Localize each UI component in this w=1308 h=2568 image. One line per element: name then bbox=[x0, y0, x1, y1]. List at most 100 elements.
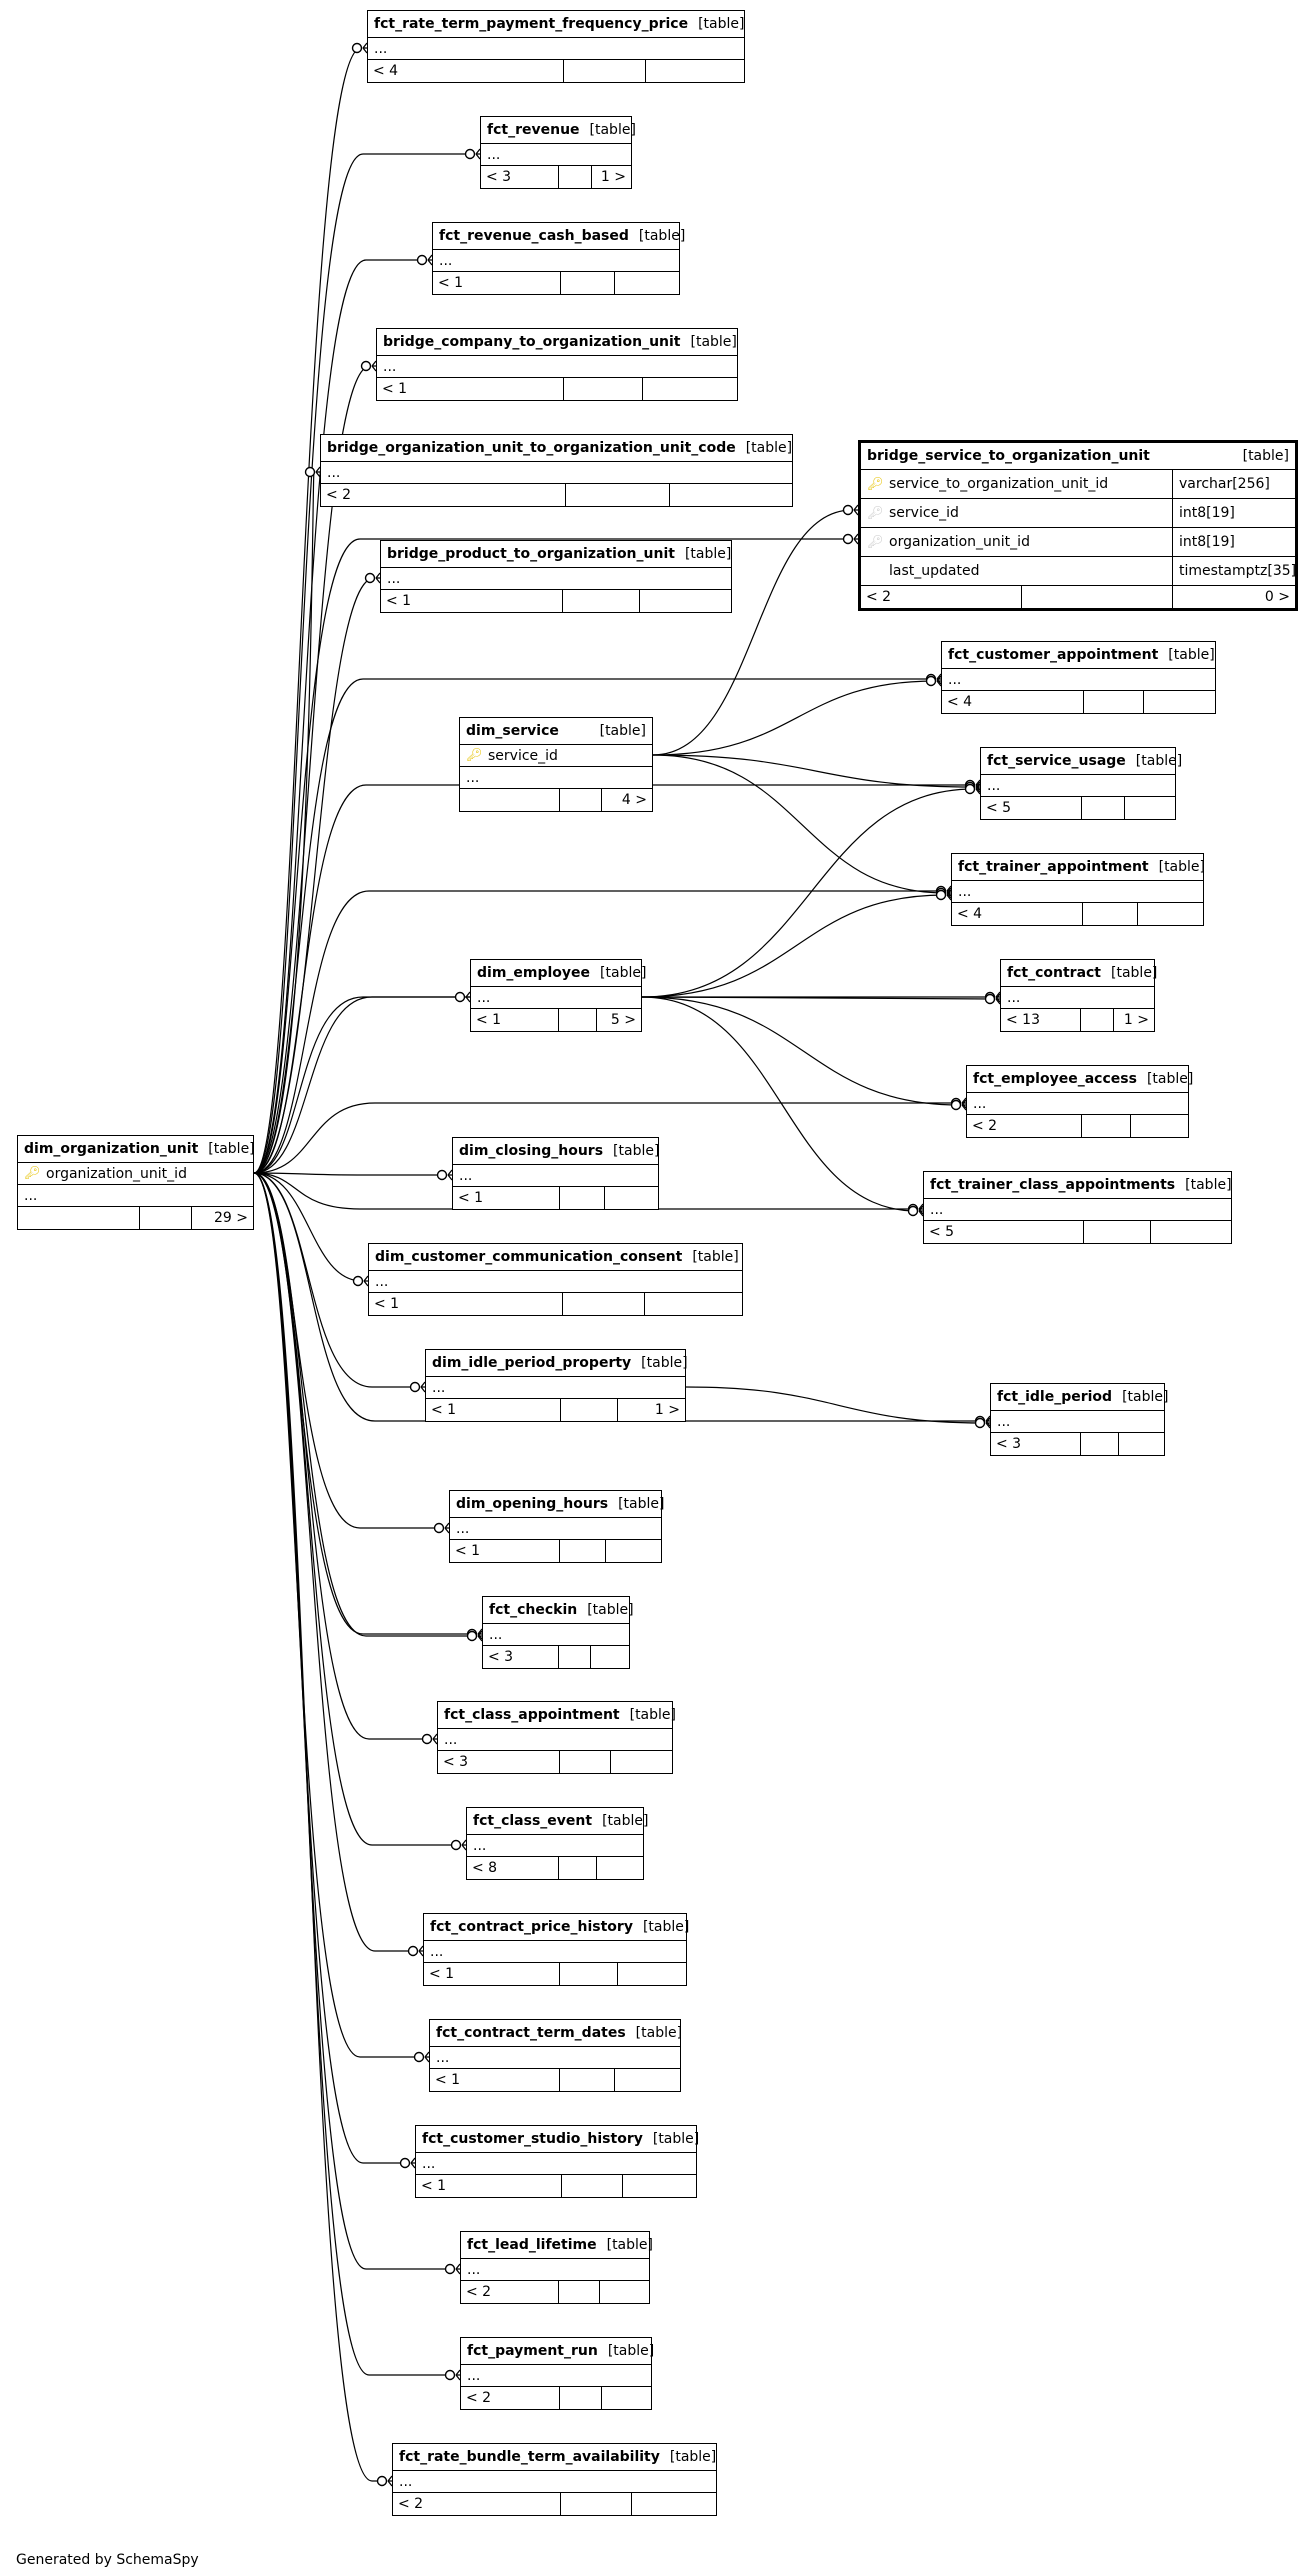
parents-count[interactable]: < 3 bbox=[483, 1646, 559, 1668]
table-bridge-service-to-organization-unit[interactable]: bridge_service_to_organization_unit [tab… bbox=[858, 440, 1298, 611]
table-fct-contract-price-history[interactable]: fct_contract_price_history [table] ... <… bbox=[423, 1913, 689, 1986]
parents-count[interactable]: < 1 bbox=[426, 1399, 561, 1421]
table-fct-customer-appointment[interactable]: fct_customer_appointment [table] ... < 4 bbox=[941, 641, 1216, 714]
table-fct-service-usage[interactable]: fct_service_usage [table] ... < 5 bbox=[980, 747, 1182, 820]
table-dim-service[interactable]: dim_service [table] 🔑︎ service_id ... 4 … bbox=[459, 717, 653, 812]
parents-count[interactable]: < 2 bbox=[321, 484, 566, 506]
table-fct-revenue-cash-based[interactable]: fct_revenue_cash_based [table] ... < 1 bbox=[432, 222, 685, 295]
children-count[interactable]: 4 > bbox=[621, 792, 647, 808]
children-count[interactable] bbox=[640, 590, 731, 612]
table-fct-checkin[interactable]: fct_checkin [table] ... < 3 bbox=[482, 1596, 634, 1669]
children-count[interactable]: 5 > bbox=[610, 1012, 636, 1028]
parents-count[interactable]: < 1 bbox=[424, 1963, 561, 1985]
children-count[interactable] bbox=[1144, 691, 1215, 713]
parents-count[interactable]: < 1 bbox=[433, 272, 561, 294]
children-count[interactable]: 0 > bbox=[1264, 589, 1290, 605]
parents-count[interactable]: < 1 bbox=[450, 1540, 560, 1562]
parents-count[interactable]: < 1 bbox=[416, 2175, 562, 2197]
parents-count[interactable]: < 3 bbox=[991, 1433, 1081, 1455]
children-count[interactable] bbox=[591, 1646, 629, 1668]
table-fct-class-event[interactable]: fct_class_event [table] ... < 8 bbox=[466, 1807, 648, 1880]
table-fct-trainer-appointment[interactable]: fct_trainer_appointment [table] ... < 4 bbox=[951, 853, 1205, 926]
parents-count[interactable]: < 5 bbox=[924, 1221, 1084, 1243]
children-count[interactable] bbox=[618, 1963, 686, 1985]
parents-count[interactable]: < 2 bbox=[461, 2387, 560, 2409]
table-fct-customer-studio-history[interactable]: fct_customer_studio_history [table] ... … bbox=[415, 2125, 699, 2198]
children-count[interactable] bbox=[632, 2493, 716, 2515]
children-count[interactable]: 29 > bbox=[214, 1210, 248, 1226]
children-count[interactable] bbox=[1151, 1221, 1231, 1243]
parents-count[interactable] bbox=[460, 789, 560, 811]
children-count[interactable] bbox=[615, 272, 679, 294]
table-bridge-organization-unit-to-organization-unit-code[interactable]: bridge_organization_unit_to_organization… bbox=[320, 434, 793, 507]
parents-count[interactable]: < 1 bbox=[369, 1293, 563, 1315]
ellipsis-row: ... bbox=[381, 568, 731, 590]
children-count[interactable]: 1 > bbox=[600, 169, 626, 185]
parents-count[interactable] bbox=[18, 1207, 141, 1229]
table-fct-payment-run[interactable]: fct_payment_run [table] ... < 2 bbox=[460, 2337, 654, 2410]
children-count[interactable] bbox=[1119, 1433, 1164, 1455]
parents-count[interactable]: < 1 bbox=[430, 2069, 560, 2091]
parents-count[interactable]: < 4 bbox=[368, 60, 564, 82]
table-header: fct_checkin [table] bbox=[483, 1597, 634, 1624]
children-count[interactable] bbox=[1125, 797, 1175, 819]
children-count[interactable] bbox=[611, 1751, 672, 1773]
edge-dim-organization-unit-to-fct-revenue-cash-based-optional-marker bbox=[416, 254, 428, 266]
children-count[interactable] bbox=[615, 2069, 680, 2091]
table-dim-customer-communication-consent[interactable]: dim_customer_communication_consent [tabl… bbox=[368, 1243, 743, 1316]
edge-dim-employee-to-fct-employee-access-optional-marker bbox=[950, 1099, 962, 1111]
table-fct-rate-bundle-term-availability[interactable]: fct_rate_bundle_term_availability [table… bbox=[392, 2443, 717, 2516]
table-type: [table] bbox=[635, 2025, 683, 2041]
parents-count[interactable]: < 1 bbox=[471, 1009, 560, 1031]
parents-count[interactable]: < 4 bbox=[952, 903, 1083, 925]
parents-count[interactable]: < 2 bbox=[967, 1115, 1082, 1137]
parents-count[interactable]: < 5 bbox=[981, 797, 1082, 819]
parents-count[interactable]: < 1 bbox=[377, 378, 565, 400]
table-dim-opening-hours[interactable]: dim_opening_hours [table] ... < 1 bbox=[449, 1490, 664, 1563]
parents-count[interactable]: < 13 bbox=[1001, 1009, 1081, 1031]
children-count[interactable] bbox=[1131, 1115, 1188, 1137]
table-dim-idle-period-property[interactable]: dim_idle_period_property [table] ... < 1… bbox=[425, 1349, 688, 1422]
table-fct-class-appointment[interactable]: fct_class_appointment [table] ... < 3 bbox=[437, 1701, 676, 1774]
parents-count[interactable]: < 2 bbox=[461, 2281, 559, 2303]
parents-count[interactable]: < 2 bbox=[861, 586, 1022, 608]
children-count[interactable] bbox=[643, 378, 737, 400]
edge-dim-organization-unit-to-fct-contract bbox=[253, 996, 994, 1174]
parents-count[interactable]: < 1 bbox=[453, 1187, 560, 1209]
table-fct-employee-access[interactable]: fct_employee_access [table] ... < 2 bbox=[966, 1065, 1193, 1138]
table-dim-employee[interactable]: dim_employee [table] ... < 1 5 > bbox=[470, 959, 646, 1032]
children-count[interactable] bbox=[597, 1857, 643, 1879]
children-count[interactable] bbox=[623, 2175, 696, 2197]
edge-dim-organization-unit-to-dim-employee-optional-marker bbox=[454, 991, 466, 1003]
children-count[interactable] bbox=[645, 1293, 742, 1315]
children-count[interactable]: 1 > bbox=[1123, 1012, 1149, 1028]
table-dim-organization-unit[interactable]: dim_organization_unit [table] 🔑︎ organiz… bbox=[17, 1135, 255, 1230]
table-bridge-company-to-organization-unit[interactable]: bridge_company_to_organization_unit [tab… bbox=[376, 328, 738, 401]
table-fct-idle-period[interactable]: fct_idle_period [table] ... < 3 bbox=[990, 1383, 1168, 1456]
children-count[interactable] bbox=[602, 2387, 651, 2409]
children-count[interactable] bbox=[606, 1540, 661, 1562]
table-dim-closing-hours[interactable]: dim_closing_hours [table] ... < 1 bbox=[452, 1137, 659, 1210]
table-fct-contract[interactable]: fct_contract [table] ... < 13 1 > bbox=[1000, 959, 1157, 1032]
parents-count[interactable]: < 3 bbox=[438, 1751, 560, 1773]
table-fct-contract-term-dates[interactable]: fct_contract_term_dates [table] ... < 1 bbox=[429, 2019, 683, 2092]
parents-count[interactable]: < 3 bbox=[481, 166, 559, 188]
table-name: fct_revenue_cash_based bbox=[439, 228, 629, 244]
table-fct-trainer-class-appointments[interactable]: fct_trainer_class_appointments [table] .… bbox=[923, 1171, 1232, 1244]
children-count[interactable] bbox=[1138, 903, 1203, 925]
table-fct-revenue[interactable]: fct_revenue [table] ... < 3 1 > bbox=[480, 116, 636, 189]
children-count[interactable] bbox=[600, 2281, 649, 2303]
children-count[interactable]: 1 > bbox=[654, 1402, 680, 1418]
edge-dim-organization-unit-to-fct-customer-studio-history bbox=[253, 1172, 409, 2164]
children-count[interactable] bbox=[646, 60, 744, 82]
parents-count[interactable]: < 1 bbox=[381, 590, 563, 612]
parents-count[interactable]: < 4 bbox=[942, 691, 1084, 713]
table-fct-rate-term-payment-frequency-price[interactable]: fct_rate_term_payment_frequency_price [t… bbox=[367, 10, 745, 83]
children-count[interactable] bbox=[670, 484, 792, 506]
parents-count[interactable]: < 2 bbox=[393, 2493, 561, 2515]
children-count[interactable] bbox=[605, 1187, 658, 1209]
parents-count[interactable]: < 8 bbox=[467, 1857, 559, 1879]
table-bridge-product-to-organization-unit[interactable]: bridge_product_to_organization_unit [tab… bbox=[380, 540, 732, 613]
edge-dim-organization-unit-to-fct-class-appointment-optional-marker bbox=[421, 1733, 433, 1745]
table-fct-lead-lifetime[interactable]: fct_lead_lifetime [table] ... < 2 bbox=[460, 2231, 653, 2304]
